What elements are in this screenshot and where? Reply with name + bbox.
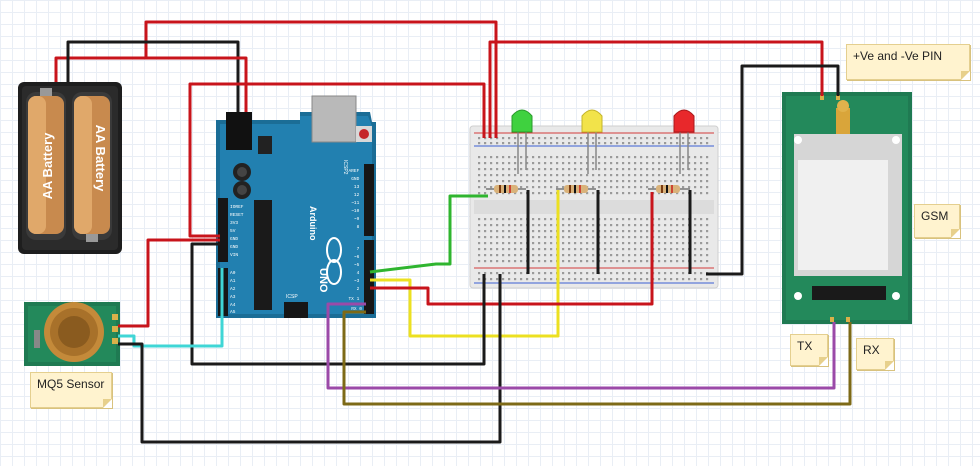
arduino-icsp-label: ICSP xyxy=(286,294,298,300)
breadboard xyxy=(469,125,719,289)
wires xyxy=(54,20,852,444)
arduino-analog-pin-labels: A0 A1 A2 A3 A4 A5 xyxy=(230,270,238,315)
wire-purple-tx xyxy=(326,302,836,390)
wire-red-5v xyxy=(188,82,486,238)
led-red xyxy=(673,109,695,174)
wire-yellow-signal xyxy=(370,190,560,338)
resistor-2 xyxy=(556,185,596,193)
wire-green-signal xyxy=(369,194,488,274)
arduino-brand-label: Arduino xyxy=(308,206,318,241)
mq5-sensor-label: MQ5 Sensor xyxy=(30,372,112,408)
wire-black-battery xyxy=(66,40,240,112)
mq5-sensor xyxy=(24,302,120,366)
led-green xyxy=(511,109,533,174)
wire-red-gsm-power xyxy=(488,40,824,138)
arduino-power-pin-labels: IOREF RESET 3V3 5V GND GND VIN xyxy=(230,204,246,258)
arduino-digital-pin-labels: AREF GND 13 12 ~11 ~10 ~9 8 7 ~6 ~5 4 ~3… xyxy=(348,168,362,312)
rx-label: RX xyxy=(856,338,894,370)
wire-black-ground-1 xyxy=(190,242,486,366)
gsm-mount-holes xyxy=(794,136,900,300)
arduino-uno-board: IOREF RESET 3V3 5V GND GND VIN A0 A1 A2 … xyxy=(216,95,376,318)
gsm-module xyxy=(782,92,912,324)
led-yellow xyxy=(581,109,603,174)
wire-olive-rx xyxy=(342,310,852,406)
gsm-label: GSM xyxy=(914,204,960,238)
wire-red-battery-jack xyxy=(146,56,248,112)
wire-red-signal xyxy=(370,192,654,306)
wire-black-gsm-ground xyxy=(706,64,840,276)
resistor-3 xyxy=(648,185,690,193)
resistor-1 xyxy=(486,185,526,193)
wire-red-sensor-vcc xyxy=(118,238,220,328)
battery-right-label: AA Battery xyxy=(93,125,108,192)
tx-label: TX xyxy=(790,334,828,366)
power-pin-label: +Ve and -Ve PIN xyxy=(846,44,970,80)
arduino-icsp2-label: ICSP2 xyxy=(342,160,348,175)
battery-left-label: AA Battery xyxy=(40,132,55,199)
battery-pack: AA Battery AA Battery xyxy=(18,82,122,254)
wire-black-sensor-ground xyxy=(118,274,502,444)
arduino-logo-icon xyxy=(326,237,342,285)
wire-cyan-sensor-signal xyxy=(118,268,224,348)
arduino-model-label: UNO xyxy=(317,268,329,293)
